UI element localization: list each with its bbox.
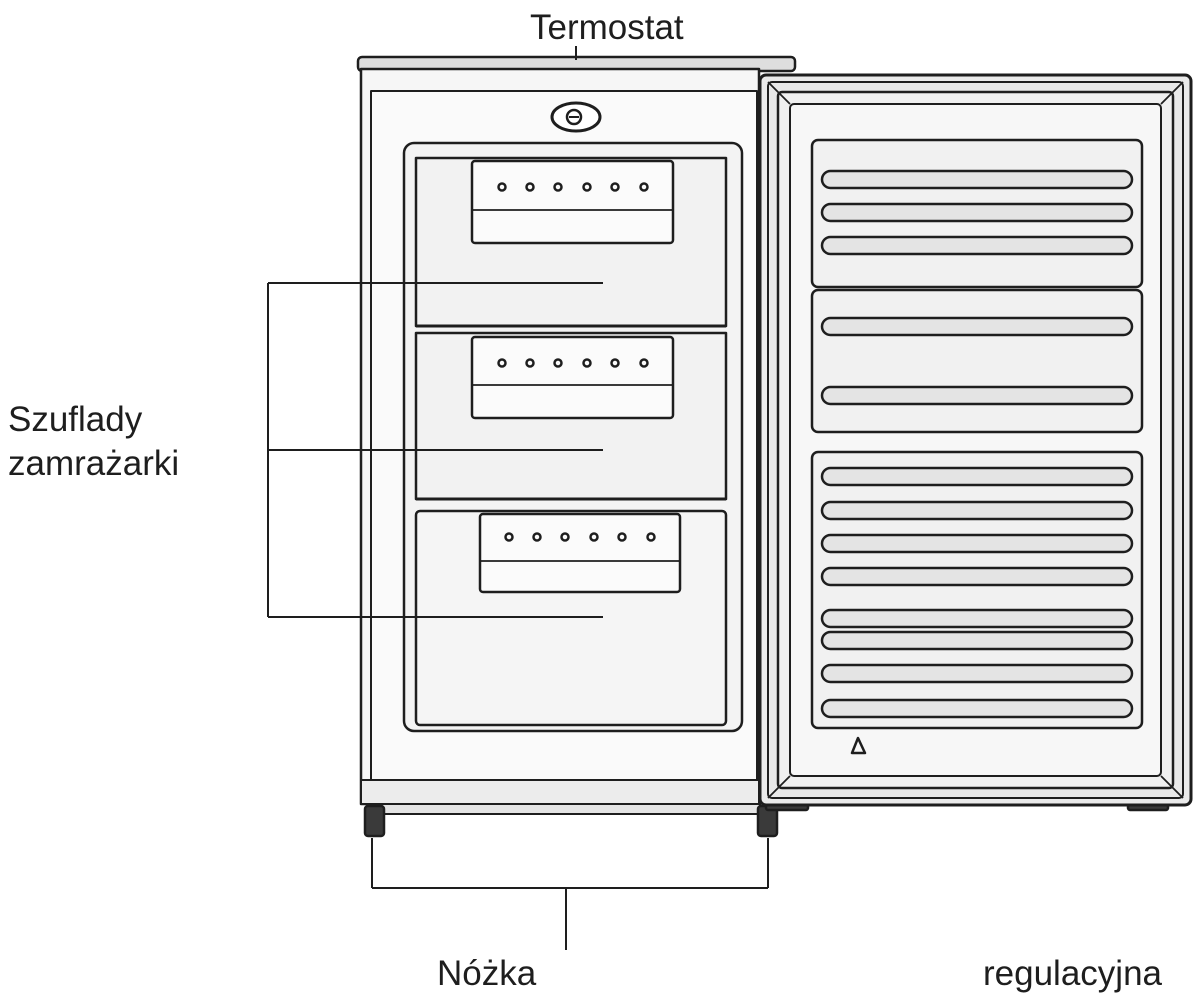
door-rails-middle: [820, 316, 1134, 406]
door-panel-lower: [810, 450, 1144, 730]
freezer-drawers-label-line2: zamrażarki: [8, 444, 180, 483]
drawer-1: [414, 156, 728, 328]
thermostat-knob: [550, 101, 602, 133]
freezer-drawers-label-line1: Szuflady: [8, 400, 143, 439]
drawer-3-vents: [504, 532, 656, 542]
foot-label: Nóżka: [437, 954, 537, 993]
door-rails-lower: [820, 466, 1134, 719]
leader-lines: [267, 46, 769, 950]
drawer-1-handle: [470, 159, 675, 245]
drawer-2-vents: [497, 358, 649, 368]
leader-drawers: [267, 282, 603, 618]
drawer-2: [414, 331, 728, 501]
adjustable-label: regulacyjna: [983, 954, 1162, 993]
leader-feet: [371, 838, 769, 950]
door: [758, 73, 1193, 807]
drawer-3-handle: [478, 512, 682, 594]
foot-left: [363, 804, 386, 838]
cabinet-base-strip: [377, 803, 761, 815]
door-triangle-mark: [850, 736, 867, 755]
drawer-1-vents: [497, 182, 649, 192]
door-rails-upper: [820, 169, 1134, 256]
drawer-2-handle: [470, 335, 675, 420]
freezer-drawers-label: Szuflady zamrażarki: [8, 398, 179, 486]
cabinet-plinth: [360, 779, 760, 805]
door-panel-middle: [810, 288, 1144, 434]
thermostat-label: Termostat: [530, 8, 684, 47]
